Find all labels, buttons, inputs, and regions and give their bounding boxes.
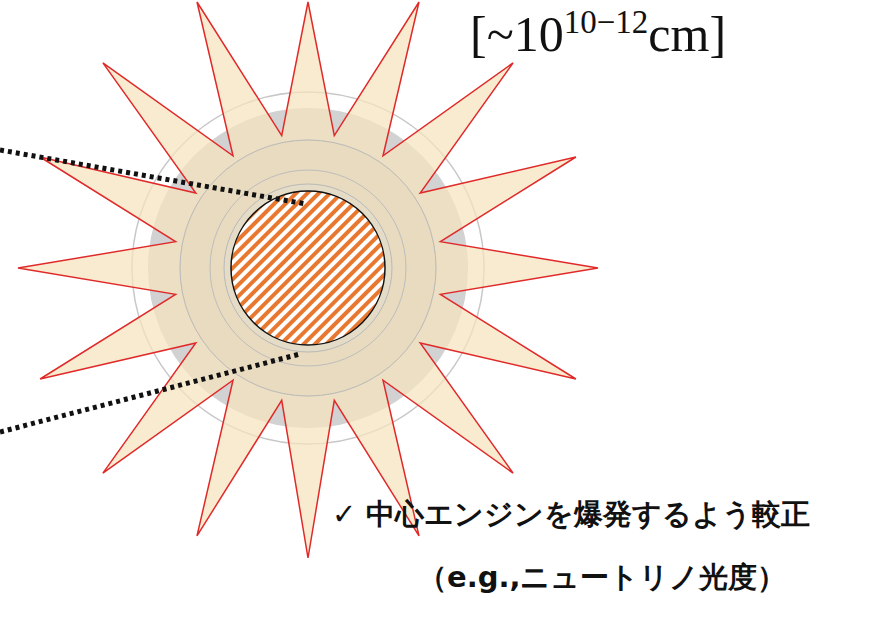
shell-ring (210, 170, 406, 366)
core-halo (224, 184, 392, 352)
note-text: ✓ 中心エンジンを爆発するよう較正 (332, 494, 810, 534)
scale-base: [~10 (470, 6, 564, 62)
explosion-star (18, 2, 598, 558)
scale-exponent: 10−12 (564, 4, 649, 40)
note-text: （e.g.,ニュートリノ光度） (418, 557, 786, 597)
note-line: （e.g.,ニュートリノ光度） (418, 560, 786, 594)
scale-label: [~1010−12cm] (470, 2, 726, 72)
zoom-line (0, 150, 306, 204)
scale-unit: cm] (648, 6, 726, 62)
shell-ring (180, 140, 436, 396)
central-engine (231, 191, 385, 345)
zoom-line (0, 354, 300, 432)
note-line: ✓ 中心エンジンを爆発するよう較正 (332, 497, 810, 531)
